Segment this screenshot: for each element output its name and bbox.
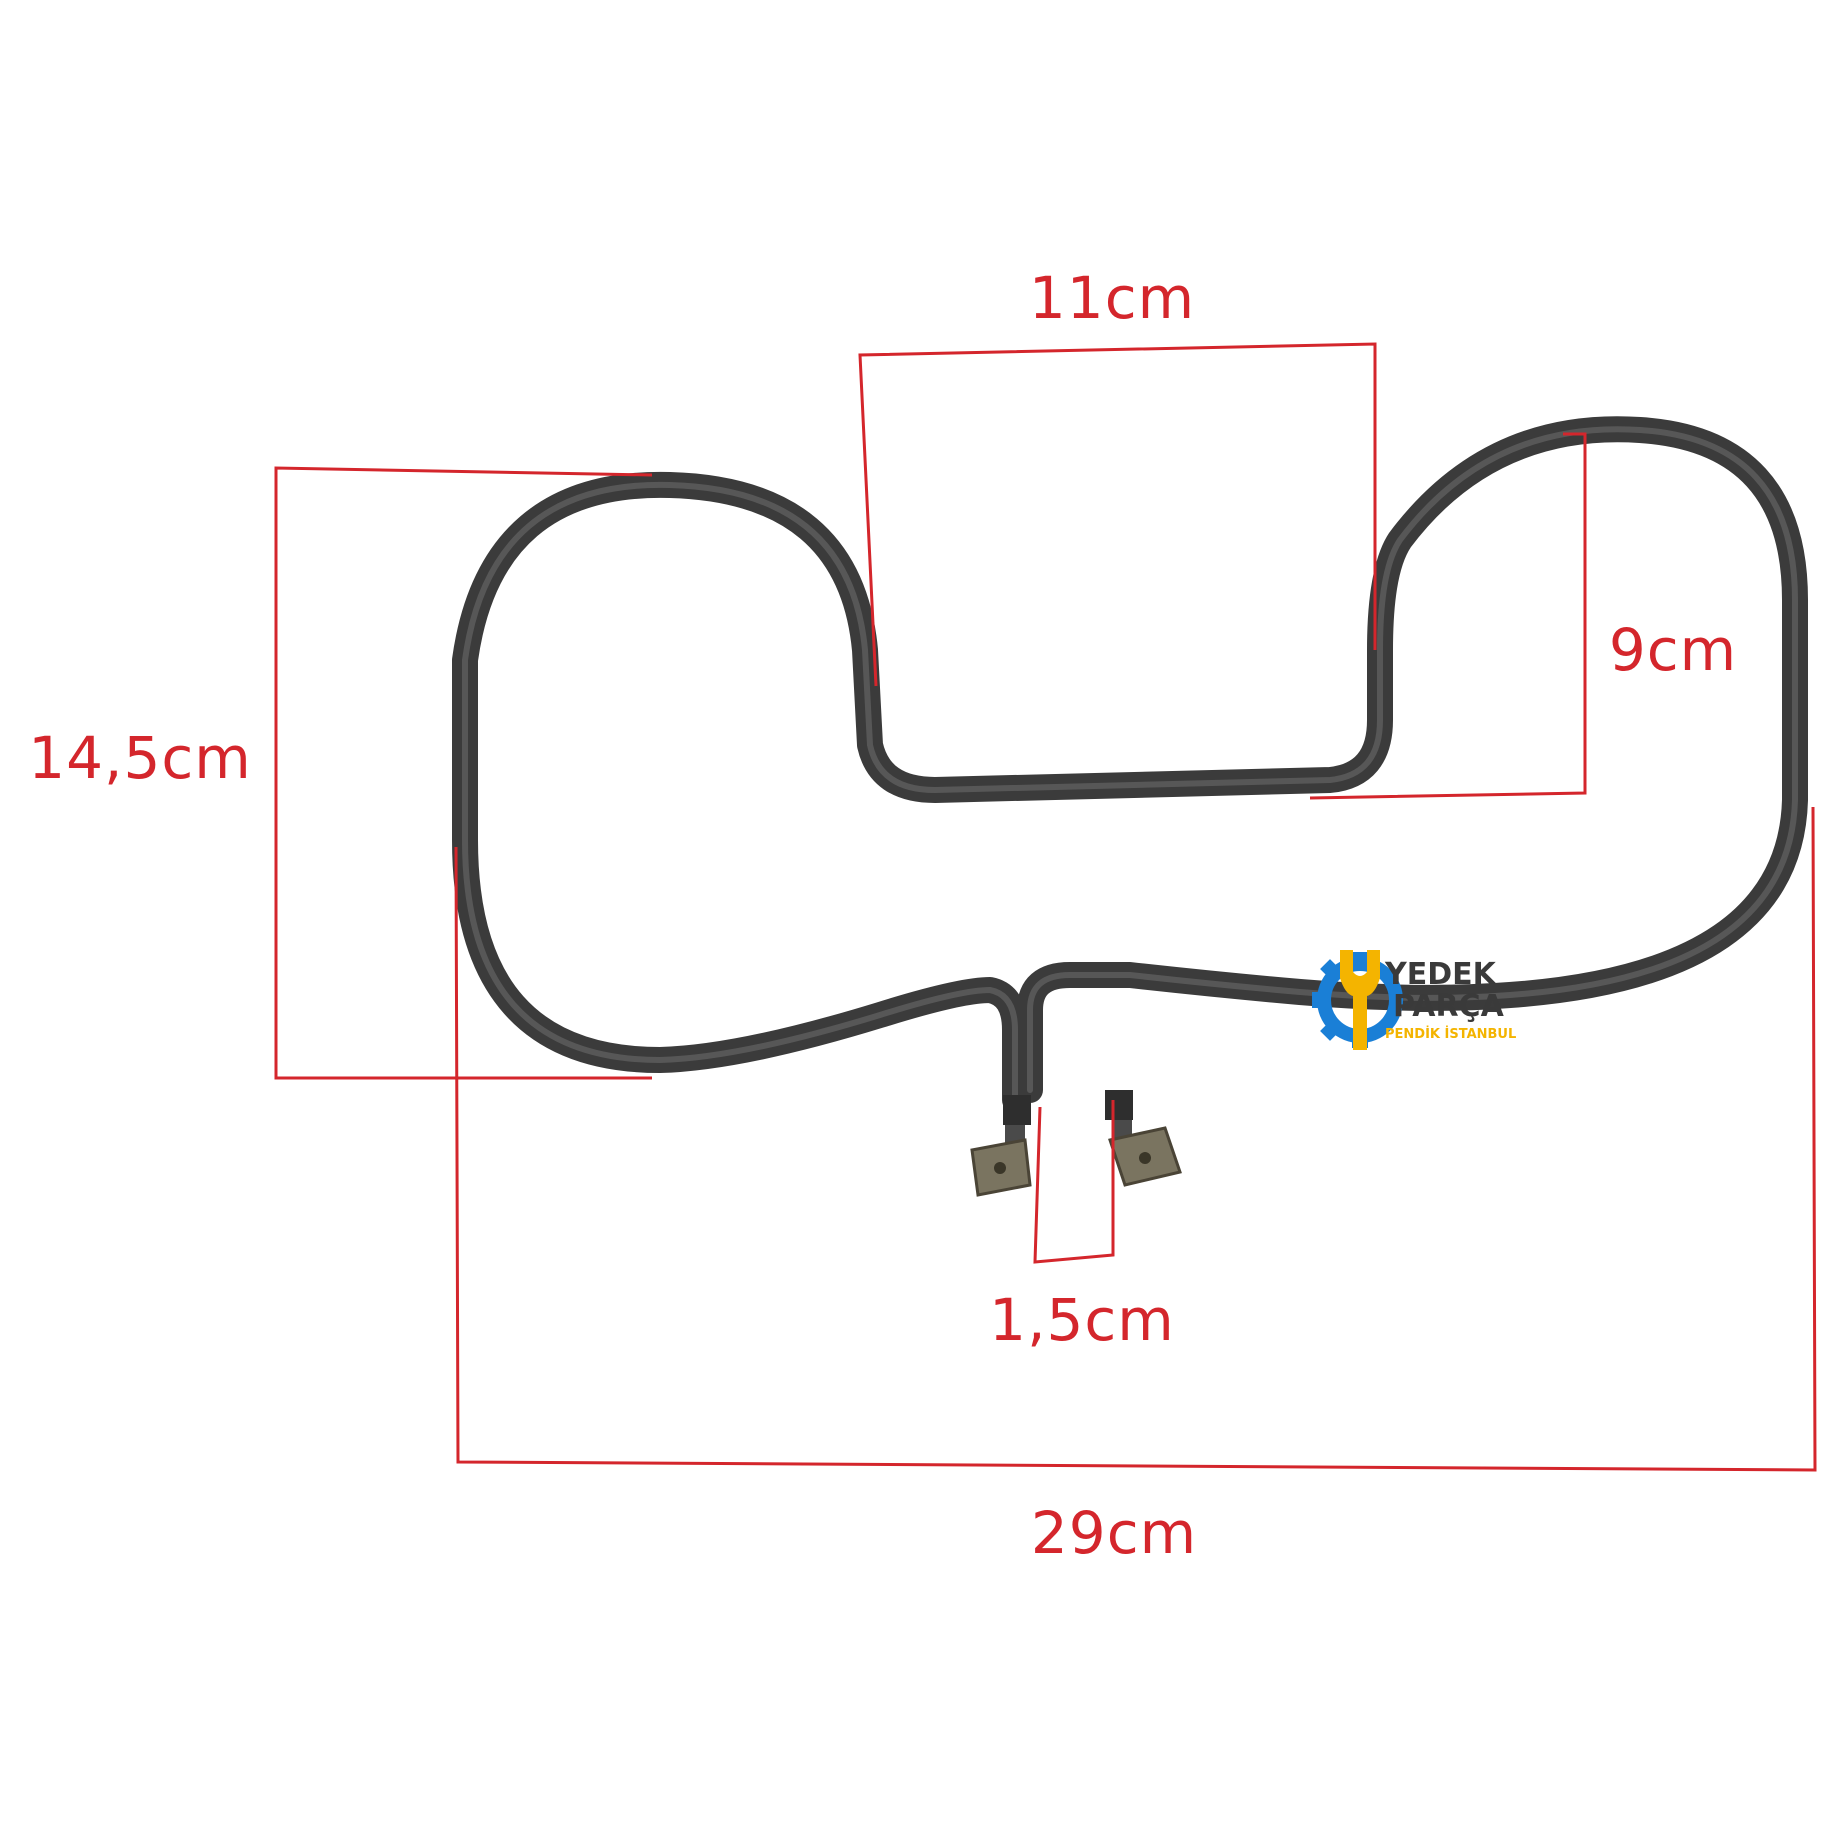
logo-line-2: PARÇA (1393, 989, 1505, 1024)
label-right-height: 9cm (1609, 616, 1737, 684)
dimension-line-total-width (454, 806, 1817, 1472)
right-terminal-collar (1105, 1090, 1133, 1120)
dimension-line-top-width (858, 342, 1377, 687)
label-left-height: 14,5cm (28, 724, 252, 792)
dimension-line-left-height (274, 466, 653, 1080)
label-top-width: 11cm (1029, 264, 1195, 332)
left-terminal-collar (1003, 1095, 1031, 1125)
logo-line-3: PENDİK İSTANBUL (1385, 1026, 1516, 1042)
dimension-labels: 11cm 14,5cm 9cm 1,5cm 29cm (28, 264, 1737, 1567)
right-terminal-hole (1139, 1152, 1151, 1164)
wrench-icon (1340, 950, 1380, 1050)
dimension-lines (274, 342, 1817, 1472)
brand-logo: YEDEK PARÇA PENDİK İSTANBUL (1312, 950, 1516, 1050)
left-terminal-hole (994, 1162, 1006, 1174)
heating-element-tube (452, 416, 1808, 1113)
dimension-line-terminal-gap (1033, 1100, 1115, 1264)
dimension-line-right-height (1309, 432, 1587, 800)
right-terminal (1105, 1090, 1182, 1187)
label-total-width: 29cm (1031, 1499, 1197, 1567)
heating-element (452, 416, 1808, 1113)
label-terminal-gap: 1,5cm (989, 1286, 1175, 1354)
heating-element-tube-highlight (462, 426, 1798, 1103)
logo-line-1: YEDEK (1384, 957, 1498, 992)
left-terminal (970, 1095, 1032, 1197)
